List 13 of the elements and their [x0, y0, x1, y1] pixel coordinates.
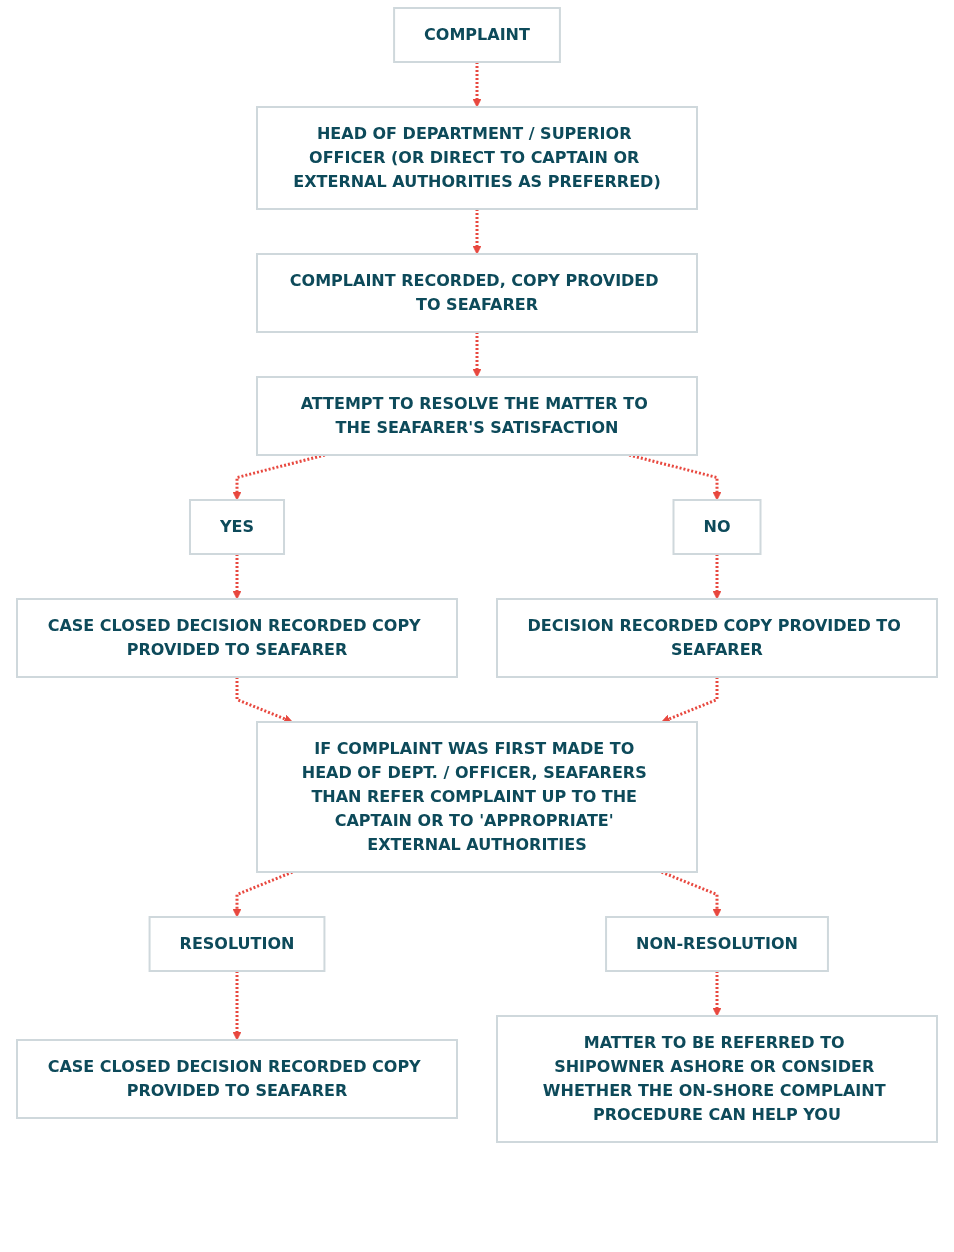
node-box: DECISION RECORDED COPY PROVIDED TO SEAFARER [496, 598, 938, 678]
node-box: COMPLAINT [393, 7, 561, 63]
node-box: MATTER TO BE REFERRED TO SHIPOWNER ASHORE OR CONSIDER WHETHER THE ON-SHORE COMPLAINT PROCEDURE CAN HELP YOU [496, 1015, 938, 1143]
node-box: CASE CLOSED DECISION RECORDED COPY PROVIDED TO SEAFARER [16, 1039, 458, 1119]
node-box: RESOLUTION [148, 916, 326, 972]
node-box: COMPLAINT RECORDED, COPY PROVIDED TO SEAFARER [256, 253, 698, 333]
node-box: NON-RESOLUTION [605, 916, 829, 972]
node-box: CASE CLOSED DECISION RECORDED COPY PROVIDED TO SEAFARER [16, 598, 458, 678]
node-box: YES [189, 499, 285, 555]
node-box: HEAD OF DEPARTMENT / SUPERIOR OFFICER (OR DIRECT TO CAPTAIN OR EXTERNAL AUTHORITIES AS PREFERRED) [256, 106, 698, 210]
node-box: ATTEMPT TO RESOLVE THE MATTER TO THE SEAFARER'S SATISFACTION [256, 376, 698, 456]
node-box: IF COMPLAINT WAS FIRST MADE TO HEAD OF DEPT. / OFFICER, SEAFARERS THAN REFER COMPLAINT UP TO THE CAPTAIN OR TO 'APPROPRIATE' EXTERNAL AUTHORITIES [256, 721, 698, 873]
node-box: NO [672, 499, 762, 555]
